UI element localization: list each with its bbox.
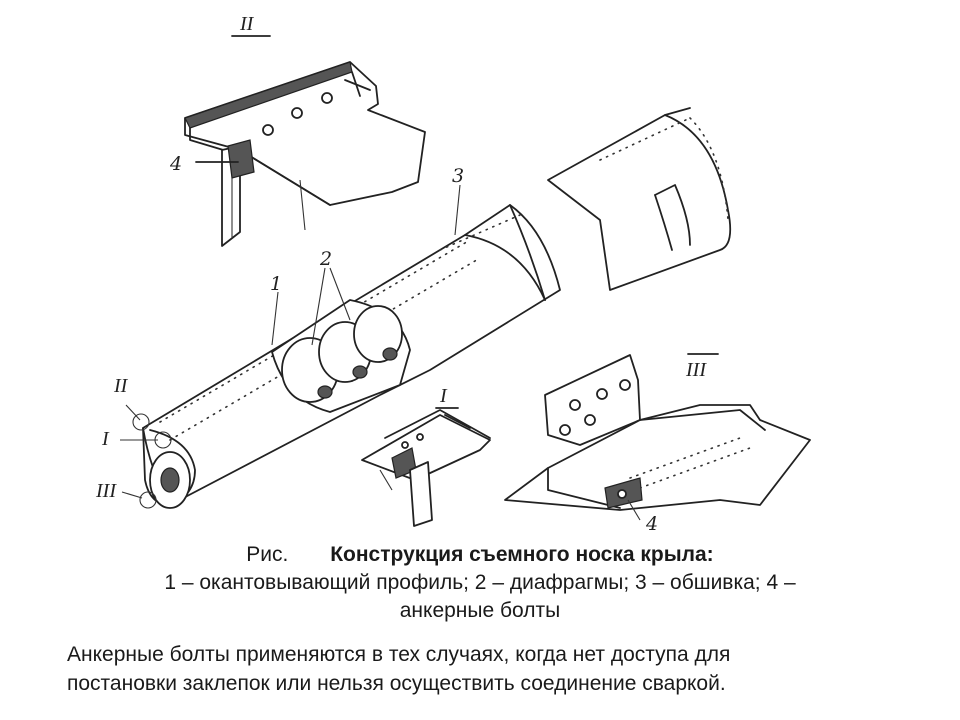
part-4-label-detail-II: 4 <box>169 153 182 175</box>
part-1-label: 1 <box>270 273 282 295</box>
callout-II-label: II <box>113 375 129 397</box>
detail-I-title: I <box>439 385 448 407</box>
body-paragraph-line-1: Анкерные болты применяются в тех случаях… <box>67 643 731 666</box>
part-4-label-detail-III: 4 <box>645 513 658 535</box>
detail-III-view <box>504 353 811 521</box>
part-2-label: 2 <box>319 248 332 270</box>
wing-nose-assembly <box>120 184 561 509</box>
body-paragraph: Анкерные болты применяются в тех случаях… <box>67 640 927 698</box>
detail-II-view <box>184 35 426 247</box>
detail-III-title: III <box>685 359 707 381</box>
callout-III-label: III <box>95 480 117 502</box>
wing-nose-technical-drawing: 4 II <box>95 13 811 535</box>
skin-panel-fragment <box>547 107 732 291</box>
figure-caption-title-line: Рис. Конструкция съемного носка крыла: <box>0 541 960 568</box>
detail-I-view <box>361 407 491 527</box>
callout-I-label: I <box>101 428 110 450</box>
part-3-label: 3 <box>452 165 464 187</box>
figure-caption-legend-continued: анкерные болты <box>399 599 561 622</box>
figure-caption-prefix: Рис. <box>246 543 289 566</box>
detail-II-title: II <box>239 13 255 35</box>
body-paragraph-line-2: постановки заклепок или нельзя осуществи… <box>67 672 726 695</box>
figure-caption-title: Конструкция съемного носка крыла: <box>330 543 714 566</box>
figure-caption-legend: 1 – окантовывающий профиль; 2 – диафрагм… <box>164 571 796 594</box>
